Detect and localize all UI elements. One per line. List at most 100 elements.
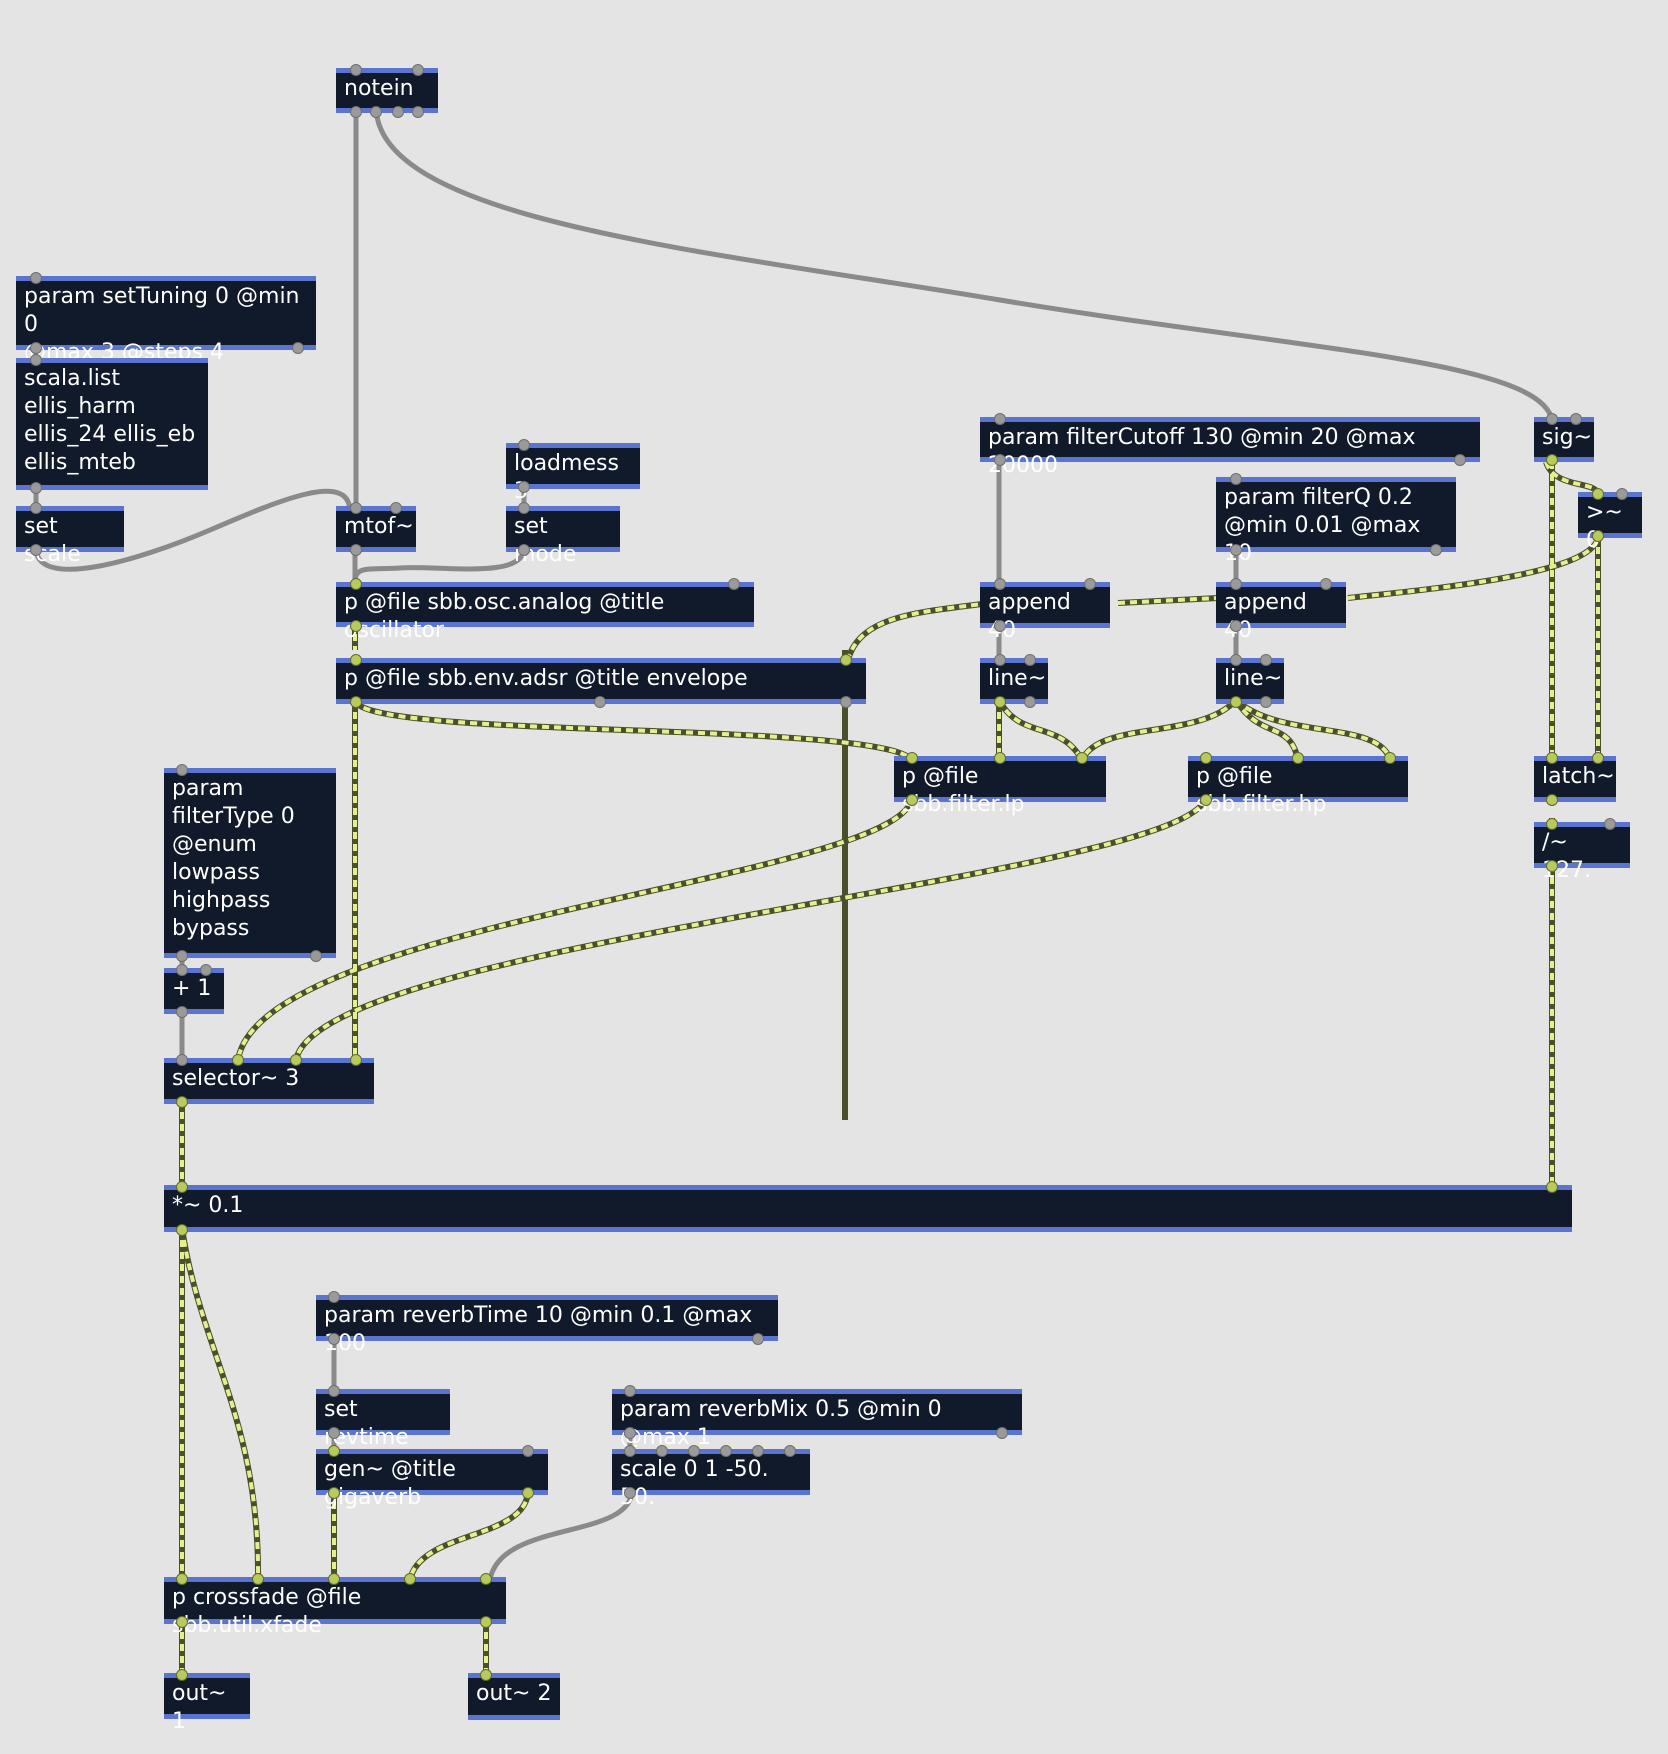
out2-inlet[interactable] — [480, 1669, 492, 1681]
crossfade-inlet-2[interactable] — [252, 1573, 264, 1585]
crossfade-inlet-3[interactable] — [328, 1573, 340, 1585]
oscillator-subpatch[interactable]: p @file sbb.osc.analog @title oscillator — [336, 582, 754, 643]
selector-inlet-control[interactable] — [176, 1054, 188, 1066]
mtof-inlet-right[interactable] — [390, 502, 402, 514]
loadmess-object[interactable]: loadmess 3 — [506, 443, 640, 504]
sig-object[interactable]: sig~ — [1534, 417, 1594, 462]
append2-inlet-right[interactable] — [1320, 578, 1332, 590]
crossfade-inlet-5[interactable] — [480, 1573, 492, 1585]
scale-inlet-1[interactable] — [624, 1445, 636, 1457]
append1-inlet-right[interactable] — [1084, 578, 1096, 590]
mult-outlet[interactable] — [176, 1224, 188, 1236]
div-inlet-right[interactable] — [1604, 818, 1616, 830]
scale-inlet-2[interactable] — [656, 1445, 668, 1457]
append1-inlet[interactable] — [994, 578, 1006, 590]
selector-inlet-2[interactable] — [290, 1054, 302, 1066]
setrevtime-outlet[interactable] — [328, 1427, 340, 1439]
latch-inlet-right[interactable] — [1592, 752, 1604, 764]
line1-inlet[interactable] — [994, 654, 1006, 666]
mtof-object[interactable]: mtof~ — [336, 506, 416, 552]
lp-inlet-signal[interactable] — [906, 752, 918, 764]
filtertype-inlet[interactable] — [176, 764, 188, 776]
notein-object[interactable]: notein — [336, 68, 438, 113]
lp-outlet[interactable] — [906, 794, 918, 806]
revtime-inlet[interactable] — [328, 1291, 340, 1303]
out-1-object[interactable]: out~ 1 — [164, 1673, 250, 1734]
setrevtime-inlet[interactable] — [328, 1385, 340, 1397]
notein-outlet-channel[interactable] — [392, 106, 404, 118]
scala-list-object[interactable]: scala.list ellis_harm ellis_24 ellis_eb … — [16, 358, 208, 490]
multiply-object[interactable]: *~ 0.1 — [164, 1185, 1572, 1232]
gte-outlet[interactable] — [1592, 530, 1604, 542]
hp-inlet-signal[interactable] — [1200, 752, 1212, 764]
plus1-inlet[interactable] — [176, 964, 188, 976]
settuning-outlet[interactable] — [30, 342, 42, 354]
gigaverb-inlet-right[interactable] — [522, 1445, 534, 1457]
crossfade-outlet-left[interactable] — [176, 1616, 188, 1628]
scale-inlet-5[interactable] — [752, 1445, 764, 1457]
setscale-inlet[interactable] — [30, 502, 42, 514]
filtertype-outlet[interactable] — [176, 950, 188, 962]
latch-object[interactable]: latch~ — [1534, 756, 1616, 802]
hp-inlet-cutoff[interactable] — [1292, 752, 1304, 764]
crossfade-inlet-1[interactable] — [176, 1573, 188, 1585]
cutoff-inlet[interactable] — [994, 413, 1006, 425]
loadmess-outlet[interactable] — [518, 481, 530, 493]
env-inlet[interactable] — [350, 654, 362, 666]
line1-outlet-right[interactable] — [1024, 696, 1036, 708]
revtime-outlet-right[interactable] — [752, 1333, 764, 1345]
mult-inlet-right[interactable] — [1546, 1181, 1558, 1193]
revmix-outlet-right[interactable] — [996, 1427, 1008, 1439]
line2-inlet-right[interactable] — [1260, 654, 1272, 666]
crossfade-inlet-4[interactable] — [404, 1573, 416, 1585]
plus-one-object[interactable]: + 1 — [164, 968, 224, 1014]
settuning-outlet-right[interactable] — [292, 342, 304, 354]
line2-outlet[interactable] — [1230, 696, 1242, 708]
param-filtercutoff-object[interactable]: param filterCutoff 130 @min 20 @max 2000… — [980, 417, 1480, 478]
notein-outlet-pitch[interactable] — [350, 106, 362, 118]
settuning-inlet[interactable] — [30, 272, 42, 284]
lp-inlet-cutoff[interactable] — [994, 752, 1006, 764]
mtof-outlet[interactable] — [350, 544, 362, 556]
scale-inlet-6[interactable] — [784, 1445, 796, 1457]
setmode-outlet[interactable] — [518, 544, 530, 556]
cord-notein-sig[interactable] — [373, 105, 1555, 423]
q-outlet[interactable] — [1230, 544, 1242, 556]
sig-outlet[interactable] — [1546, 454, 1558, 466]
revmix-inlet[interactable] — [624, 1385, 636, 1397]
cutoff-outlet[interactable] — [994, 454, 1006, 466]
gigaverb-outlet-right[interactable] — [522, 1487, 534, 1499]
gigaverb-object[interactable]: gen~ @title gigaverb — [316, 1449, 548, 1510]
hp-outlet[interactable] — [1200, 794, 1212, 806]
out-2-object[interactable]: out~ 2 — [468, 1673, 560, 1720]
selector-inlet-1[interactable] — [232, 1054, 244, 1066]
q-outlet-right[interactable] — [1430, 544, 1442, 556]
param-filtertype-object[interactable]: param filterType 0 @enum lowpass highpas… — [164, 768, 336, 958]
osc-inlet[interactable] — [350, 578, 362, 590]
revtime-outlet[interactable] — [328, 1333, 340, 1345]
loadmess-inlet[interactable] — [518, 439, 530, 451]
revmix-outlet[interactable] — [624, 1427, 636, 1439]
mult-inlet-left[interactable] — [176, 1181, 188, 1193]
gte-inlet-right[interactable] — [1616, 488, 1628, 500]
cutoff-outlet-right[interactable] — [1454, 454, 1466, 466]
line2-outlet-right[interactable] — [1260, 696, 1272, 708]
osc-inlet-right[interactable] — [728, 578, 740, 590]
latch-inlet[interactable] — [1546, 752, 1558, 764]
sig-inlet[interactable] — [1546, 413, 1558, 425]
notein-outlet-velocity[interactable] — [370, 106, 382, 118]
scale-inlet-4[interactable] — [720, 1445, 732, 1457]
crossfade-outlet-right[interactable] — [480, 1616, 492, 1628]
env-outlet-mid[interactable] — [594, 696, 606, 708]
setmode-inlet[interactable] — [518, 502, 530, 514]
param-reverbtime-object[interactable]: param reverbTime 10 @min 0.1 @max 100 — [316, 1295, 778, 1356]
env-inlet-right[interactable] — [840, 654, 852, 666]
latch-outlet[interactable] — [1546, 794, 1558, 806]
selector-object[interactable]: selector~ 3 — [164, 1058, 374, 1104]
line-q-object[interactable]: line~ — [1216, 658, 1284, 704]
line-cutoff-object[interactable]: line~ — [980, 658, 1048, 704]
scala-outlet[interactable] — [30, 482, 42, 494]
append2-outlet[interactable] — [1230, 620, 1242, 632]
cord-setmode-osc[interactable] — [352, 545, 527, 585]
